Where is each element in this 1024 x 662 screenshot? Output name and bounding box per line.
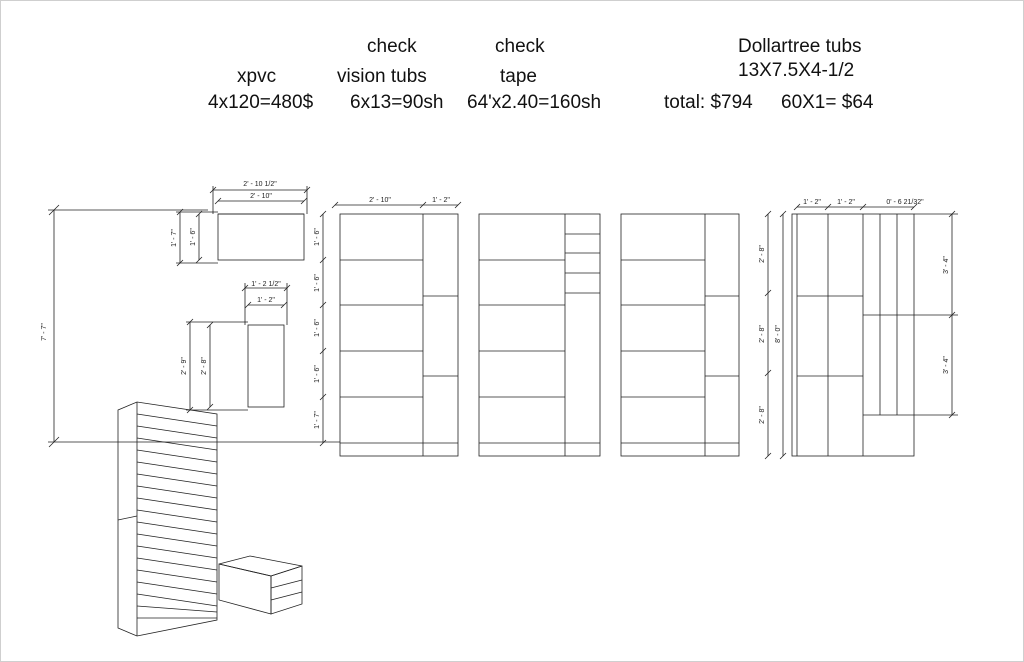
elev1-main-width-label: 2' - 10"	[369, 197, 391, 204]
tub-side-outer-width-label: 1' - 2 1/2"	[251, 281, 281, 288]
elev4-right-height-1-label: 3' - 4"	[943, 256, 950, 274]
check-label-vision: check	[367, 36, 417, 57]
elev4-width-1-label: 1' - 2"	[803, 199, 821, 206]
dollartree-label: Dollartree tubs	[738, 36, 862, 57]
elev3-height-2-label: 2' - 8"	[759, 325, 766, 343]
tub-top-view: 2' - 10 1/2" 2' - 10" 1' - 7" 1' - 6"	[171, 181, 311, 267]
elev1-row-4-label: 1' - 6"	[314, 365, 321, 383]
tape-label: tape	[500, 66, 537, 87]
tub-top-inner-width-label: 2' - 10"	[250, 193, 272, 200]
elev1-row-1-label: 1' - 6"	[314, 228, 321, 246]
tub-top-inner-depth-label: 1' - 6"	[190, 228, 197, 246]
elev3-total-height-label: 8' - 0"	[775, 325, 782, 343]
tub-top-outer-width-label: 2' - 10 1/2"	[243, 181, 277, 188]
check-label-tape: check	[495, 36, 545, 57]
shelf-elevation-1: 2' - 10" 1' - 2" 1' - 6" 1' - 6" 1' - 6"…	[314, 197, 462, 457]
tub-top-outer-depth-label: 1' - 7"	[171, 229, 178, 247]
shelf-elevation-4: 1' - 2" 1' - 2" 0' - 6 21/32" 3' - 4" 3'…	[791, 199, 958, 457]
shelf-elevation-3: 2' - 8" 2' - 8" 2' - 8" 8' - 0"	[620, 210, 787, 460]
dollartree-size: 13X7.5X4-1/2	[738, 60, 855, 81]
tub-side-inner-height-label: 2' - 8"	[201, 357, 208, 375]
overall-height-dimension: 7' - 7"	[41, 204, 340, 448]
shelf-unit-3d	[117, 401, 218, 637]
elev1-row-3-label: 1' - 6"	[314, 319, 321, 337]
elev4-right-height-2-label: 3' - 4"	[943, 356, 950, 374]
tub-box-3d	[218, 555, 303, 615]
elev4-width-2-label: 1' - 2"	[837, 199, 855, 206]
vision-tubs-cost: 6x13=90sh	[350, 92, 444, 113]
dollartree-cost: 60X1= $64	[781, 92, 874, 113]
tub-side-inner-width-label: 1' - 2"	[257, 297, 275, 304]
shelf-elevation-2	[478, 213, 601, 457]
tape-cost: 64'x2.40=160sh	[467, 92, 602, 113]
tub-side-view: 1' - 2 1/2" 1' - 2" 2' - 9" 2' - 8"	[181, 281, 291, 414]
total-cost: total: $794	[664, 92, 753, 113]
elev1-side-width-label: 1' - 2"	[432, 197, 450, 204]
xpvc-cost: 4x120=480$	[208, 92, 314, 113]
xpvc-label: xpvc	[237, 66, 277, 87]
tub-side-outer-height-label: 2' - 9"	[181, 357, 188, 375]
elev1-row-5-label: 1' - 7"	[314, 411, 321, 429]
overall-height-label: 7' - 7"	[41, 323, 48, 341]
elev4-width-3-label: 0' - 6 21/32"	[886, 199, 924, 206]
elev3-height-3-label: 2' - 8"	[759, 406, 766, 424]
vision-tubs-label: vision tubs	[337, 66, 427, 87]
elev3-height-1-label: 2' - 8"	[759, 245, 766, 263]
elev1-row-2-label: 1' - 6"	[314, 274, 321, 292]
